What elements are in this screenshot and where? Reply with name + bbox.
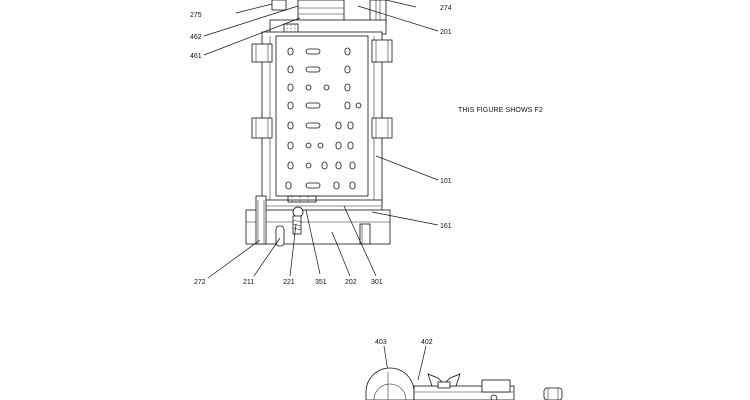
top-cover [297,0,345,23]
left-port-lower [251,117,273,139]
right-port-upper [371,39,393,63]
callout-351: 351 [315,279,327,286]
lower-assembly [365,367,563,400]
main-body [261,31,383,205]
callout-201: 201 [440,29,452,36]
end-knob [543,387,563,400]
callout-275: 275 [190,12,202,19]
callout-272: 272 [194,279,206,286]
leader-lines [203,0,439,381]
callout-161: 161 [440,223,452,230]
callout-274: 274 [440,5,452,12]
callout-301: 301 [371,279,383,286]
callout-403: 403 [375,339,387,346]
passage-slots [285,47,362,190]
top-plug [271,0,287,11]
callout-221: 221 [283,279,295,286]
figure-note: THIS FIGURE SHOWS F2 [458,107,543,114]
left-bottom-plug [255,195,267,245]
left-port-upper [251,43,273,63]
callout-461: 461 [190,53,202,60]
callout-402: 402 [421,339,433,346]
right-bottom-plug [359,223,371,245]
callout-211: 211 [243,279,254,286]
callout-462: 462 [190,34,202,41]
right-port-lower [371,117,393,139]
valve-body-assembly [245,0,393,247]
wing-nut [427,373,461,387]
side-fitting [481,379,511,393]
pin-211 [275,225,285,247]
ball-221 [292,206,304,218]
callout-labels: 275 462 461 274 201 101 161 272 211 221 … [190,5,452,346]
callout-202: 202 [345,279,357,286]
callout-101: 101 [440,178,452,185]
